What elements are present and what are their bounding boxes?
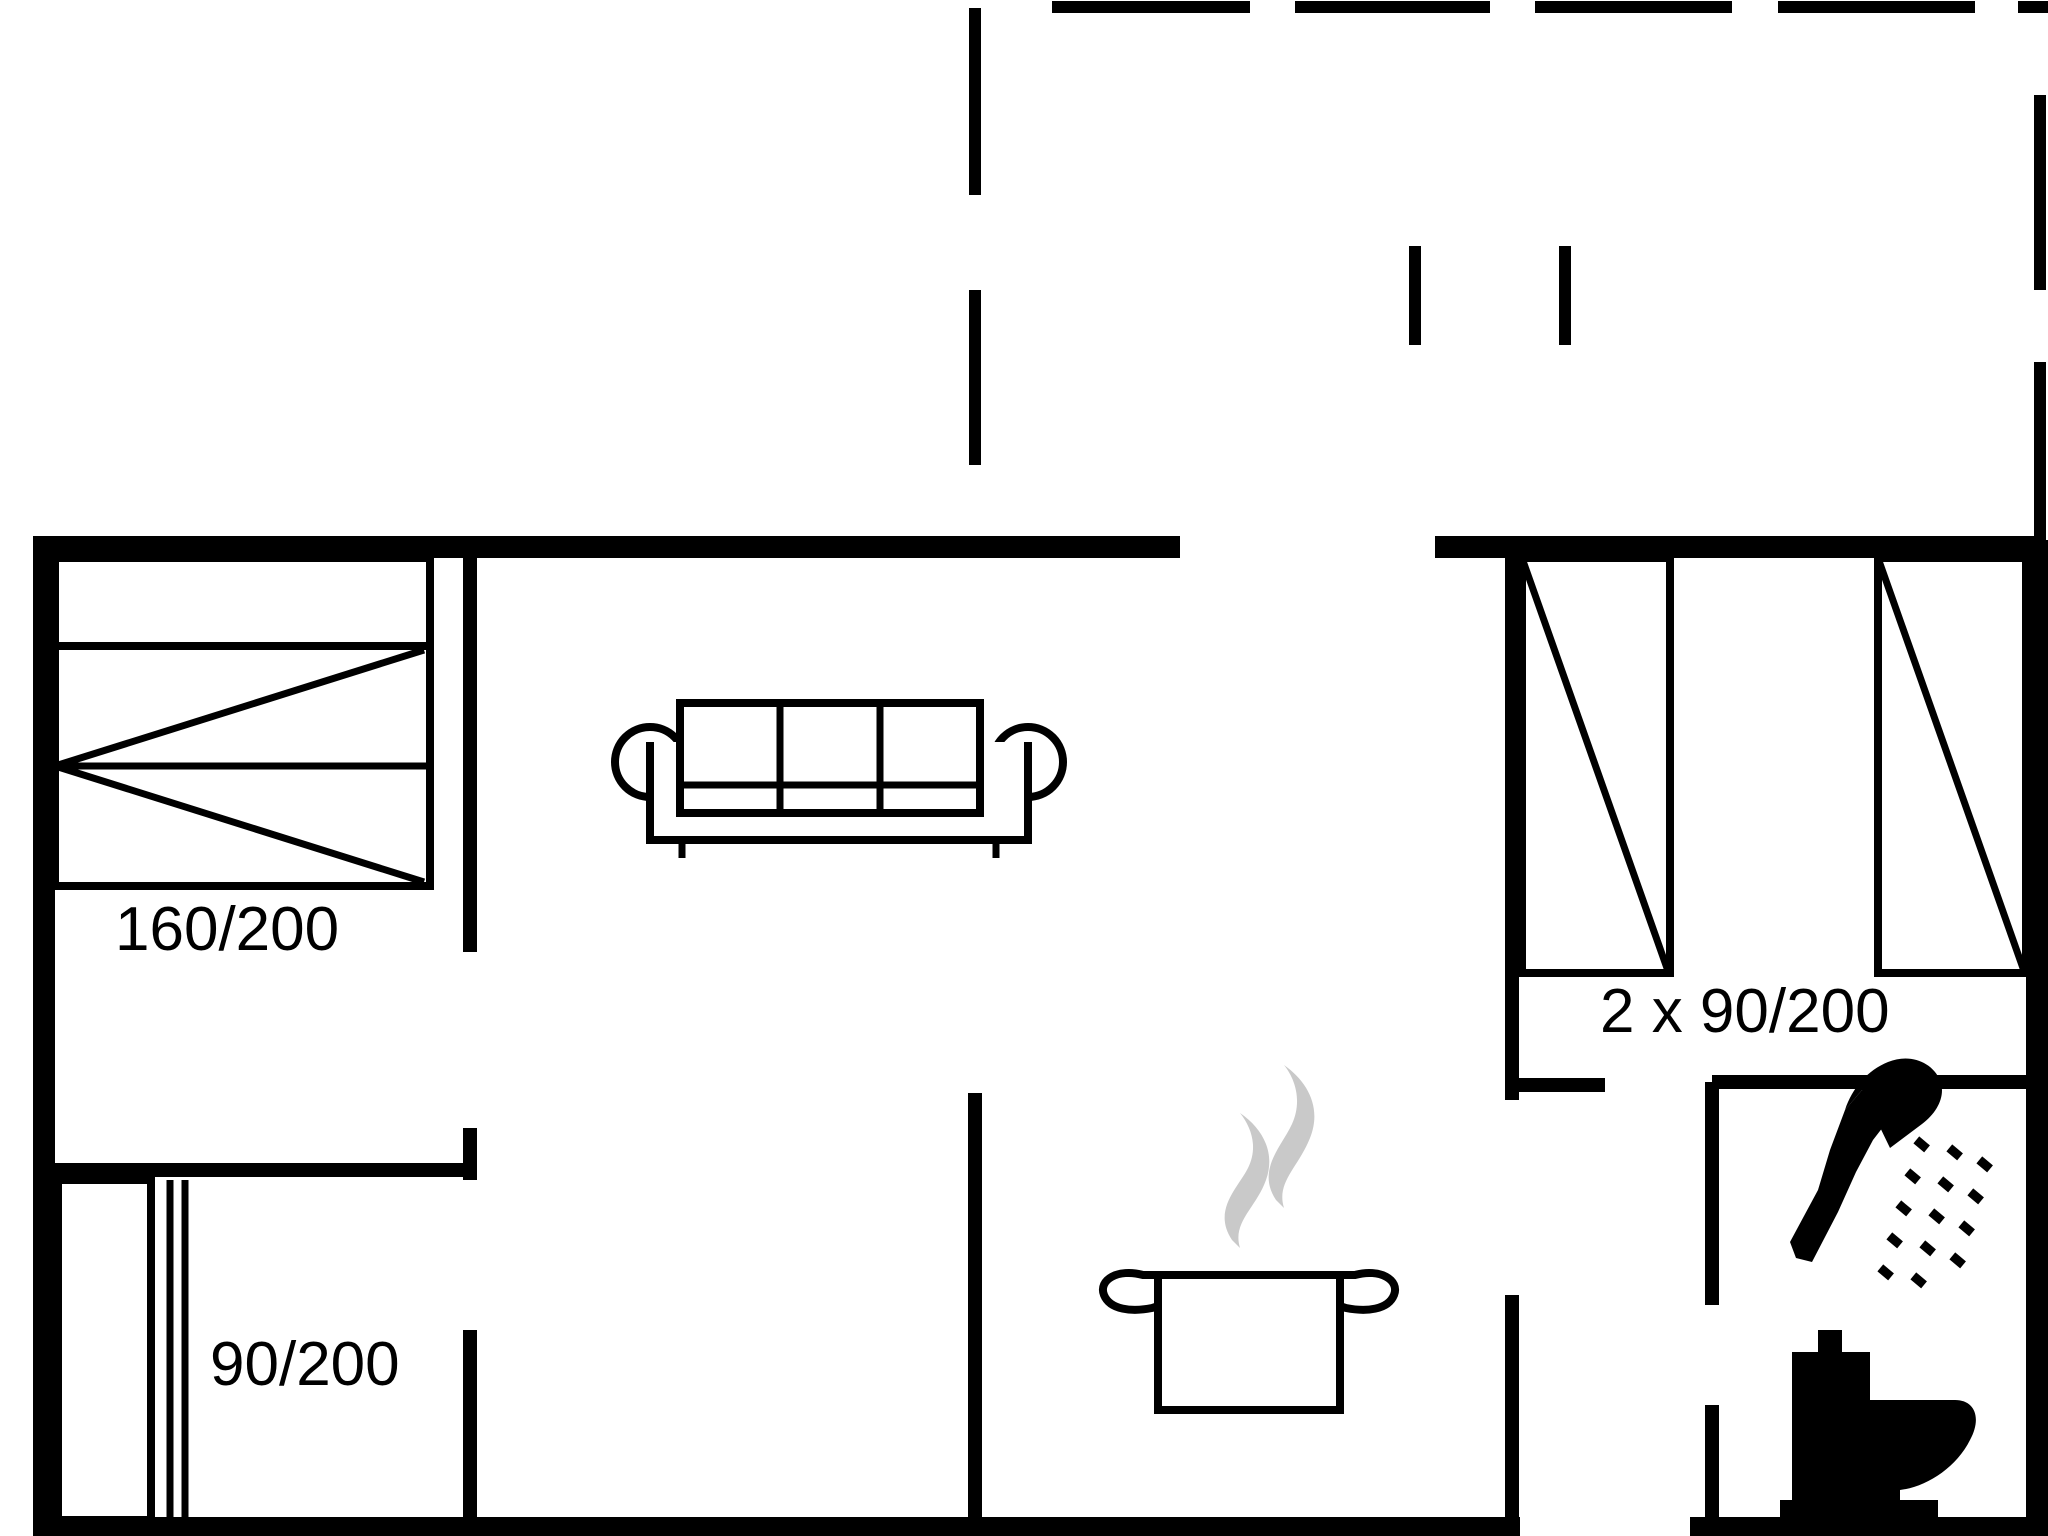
single-bed-size-label: 90/200 [210, 1330, 400, 1399]
twin-bed-left-icon [1518, 554, 1674, 977]
toilet-base [1780, 1500, 1938, 1518]
building-outer-walls [33, 536, 2048, 1536]
sofa-icon [611, 699, 1067, 858]
steam-wisp-left [1224, 1113, 1270, 1248]
double-bed-diagonal-upper [53, 646, 426, 770]
twin-bed-right-diagonal [1874, 556, 2028, 973]
toilet-pedestal [1802, 1470, 1896, 1505]
single-bed-icon [54, 1176, 189, 1524]
double-bed-size-label: 160/200 [115, 895, 339, 964]
shower-head [1845, 1058, 1942, 1148]
twin-bed-right-icon [1874, 554, 2030, 977]
shower-arm-lower [1790, 1090, 1890, 1262]
toilet-icon [1780, 1330, 1976, 1518]
single-bed-mattress [54, 1176, 155, 1524]
twin-beds-size-label: 2 x 90/200 [1600, 977, 1890, 1046]
steam-wisp-right [1268, 1065, 1315, 1208]
cooking-pot-outline [1154, 1271, 1344, 1414]
interior-walls [52, 553, 2037, 1528]
shower-droplets [1877, 1136, 1993, 1289]
double-bed-icon [51, 554, 434, 890]
steam-icon [1224, 1065, 1315, 1248]
sofa-cushion-block [676, 699, 984, 817]
toilet-flush-button [1818, 1330, 1842, 1352]
double-bed-diagonal-lower [53, 762, 426, 886]
cooking-pot-icon [1098, 1065, 1400, 1414]
terrace-dashed-outline [969, 1, 2048, 545]
twin-bed-left-diagonal [1518, 556, 1672, 973]
shower-icon [1790, 1058, 1993, 1289]
double-bed-headboard [51, 554, 434, 650]
